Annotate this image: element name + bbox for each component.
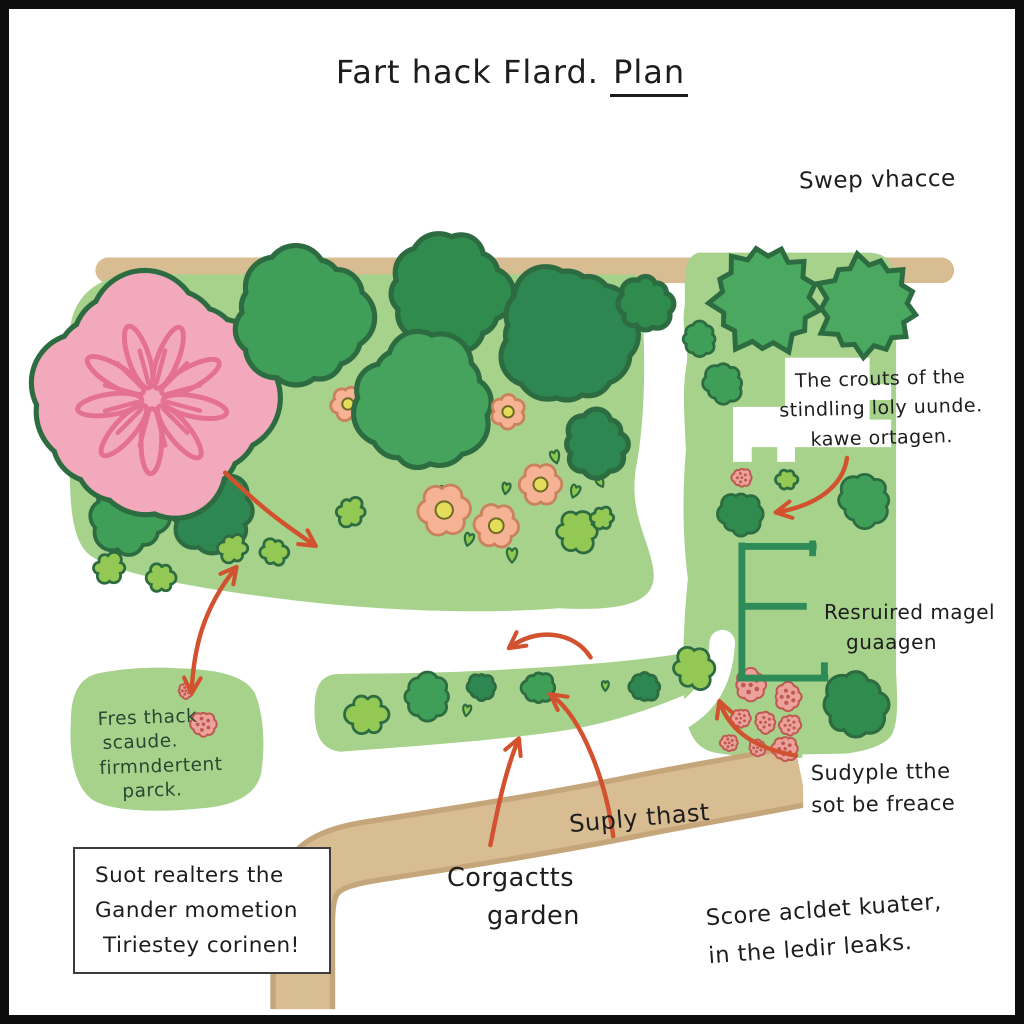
title-underlined-word: Plan [610, 53, 689, 97]
tree [232, 231, 677, 481]
label-swep: Swep vhacce [798, 165, 956, 195]
garden-map [28, 231, 955, 1010]
peach-flower [416, 393, 564, 549]
bush [88, 319, 891, 739]
page-title: Fart hack Flard. Plan [9, 53, 1015, 97]
white-footpath [625, 629, 736, 762]
light-bush [92, 468, 800, 736]
hedge-strip [314, 648, 707, 752]
label-corgactts-garden: Corgactts garden [447, 863, 580, 932]
structure-outline [737, 540, 829, 682]
note-box: Suot realters the Gander mometion Tiries… [73, 847, 331, 974]
label-crouts: The crouts of the stindling loly uunde. … [779, 365, 983, 451]
label-fres-patch: Fres thack scaude. firmndertent parck. [97, 705, 223, 803]
small-lawn-patch [70, 667, 264, 811]
label-sudyple: Sudyple tthe sot be freace [802, 751, 966, 828]
title-text: Fart hack Flard. [335, 53, 599, 91]
pink-flowering-tree [28, 267, 283, 521]
annotation-arrow [182, 455, 850, 848]
spiky-tree [704, 245, 920, 362]
map-elements [28, 231, 920, 848]
label-resruired: Resruired magel guaagen [824, 600, 996, 654]
label-suply: Suply thast [568, 797, 711, 839]
label-score: Score acldet kuater, in the ledir leaks. [704, 888, 943, 969]
annotation-layer: Fart hack Flard. Plan Swep vhacce The cr… [9, 9, 1015, 1015]
